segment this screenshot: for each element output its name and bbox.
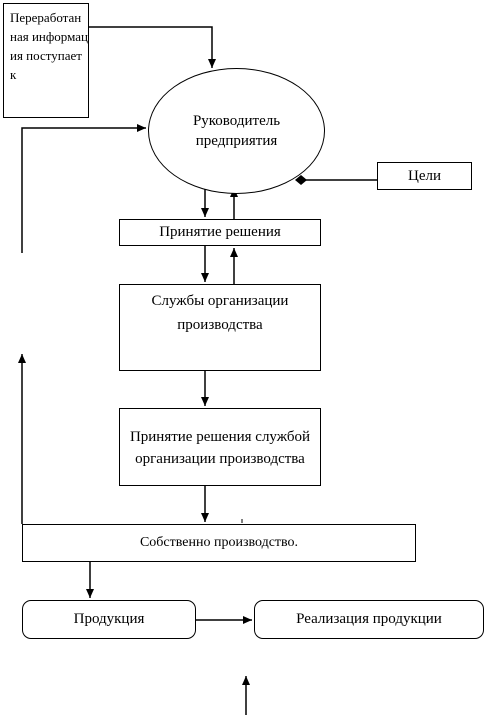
production-label: Собственно производство.	[139, 535, 299, 550]
services-decision-label: Принятие решения службой организации про…	[129, 429, 311, 467]
arrow-feedback-to-director	[21, 124, 146, 253]
services-label: Службы организации производства	[151, 293, 289, 333]
goals-label: Цели	[407, 167, 441, 184]
arrow-note-to-director	[89, 26, 216, 68]
products-label: Продукция	[73, 611, 145, 627]
realization-box: Реализация продукции	[254, 600, 484, 639]
decision-box: Принятие решения	[119, 219, 321, 246]
info-note-text: Переработанная информация поступает к	[10, 10, 88, 82]
decision-label: Принятие решения	[159, 224, 281, 240]
production-box: Собственно производство.	[22, 524, 416, 562]
goals-diamond	[295, 175, 307, 185]
products-box: Продукция	[22, 600, 196, 639]
director-ellipse: Руководитель предприятия	[148, 68, 325, 194]
goals-box: Цели	[377, 162, 472, 190]
realization-label: Реализация продукции	[296, 611, 442, 627]
services-decision-box: Принятие решения службой организации про…	[119, 408, 321, 486]
info-note-box: Переработанная информация поступает к	[3, 3, 89, 118]
services-box: Службы организации производства	[119, 284, 321, 371]
director-label: Руководитель предприятия	[192, 113, 281, 149]
